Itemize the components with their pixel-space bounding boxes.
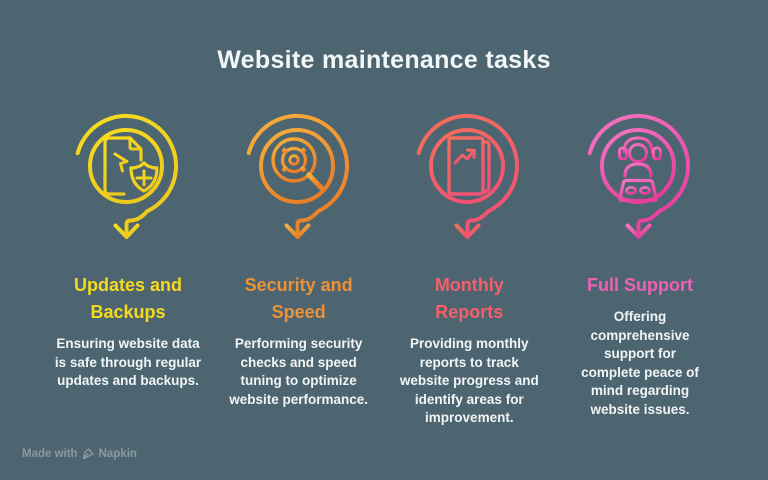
column-heading: Updates and Backups xyxy=(73,275,183,322)
column-heading: Monthly Reports xyxy=(434,275,504,322)
column-security-speed: Security and Speed Performing security c… xyxy=(215,108,383,428)
gear-magnifier-icon xyxy=(246,114,349,239)
column-monthly-reports: Monthly Reports Providing monthly report… xyxy=(385,108,553,428)
column-heading: Full Support xyxy=(586,275,693,295)
column-description: Offering comprehensive support for compl… xyxy=(581,309,699,417)
watermark: Made with Napkin xyxy=(22,447,137,460)
column-updates-backups: Updates and Backups Ensuring website dat… xyxy=(44,108,212,428)
column-full-support: Full Support Offering comprehensive supp… xyxy=(556,108,724,428)
napkin-pen-icon xyxy=(82,448,94,460)
document-shield-plus-icon xyxy=(75,114,179,239)
column-description: Ensuring website data is safe through re… xyxy=(54,336,202,388)
watermark-prefix: Made with xyxy=(22,447,78,460)
column-heading: Security and Speed xyxy=(244,275,353,322)
task-columns: Updates and Backups Ensuring website dat… xyxy=(0,108,768,428)
support-agent-headset-icon xyxy=(587,114,690,239)
watermark-brand: Napkin xyxy=(98,447,137,460)
column-description: Performing security checks and speed tun… xyxy=(229,336,369,407)
column-description: Providing monthly reports to track websi… xyxy=(399,336,539,425)
page-title: Website maintenance tasks xyxy=(217,46,551,74)
report-trend-chart-icon xyxy=(417,114,520,239)
